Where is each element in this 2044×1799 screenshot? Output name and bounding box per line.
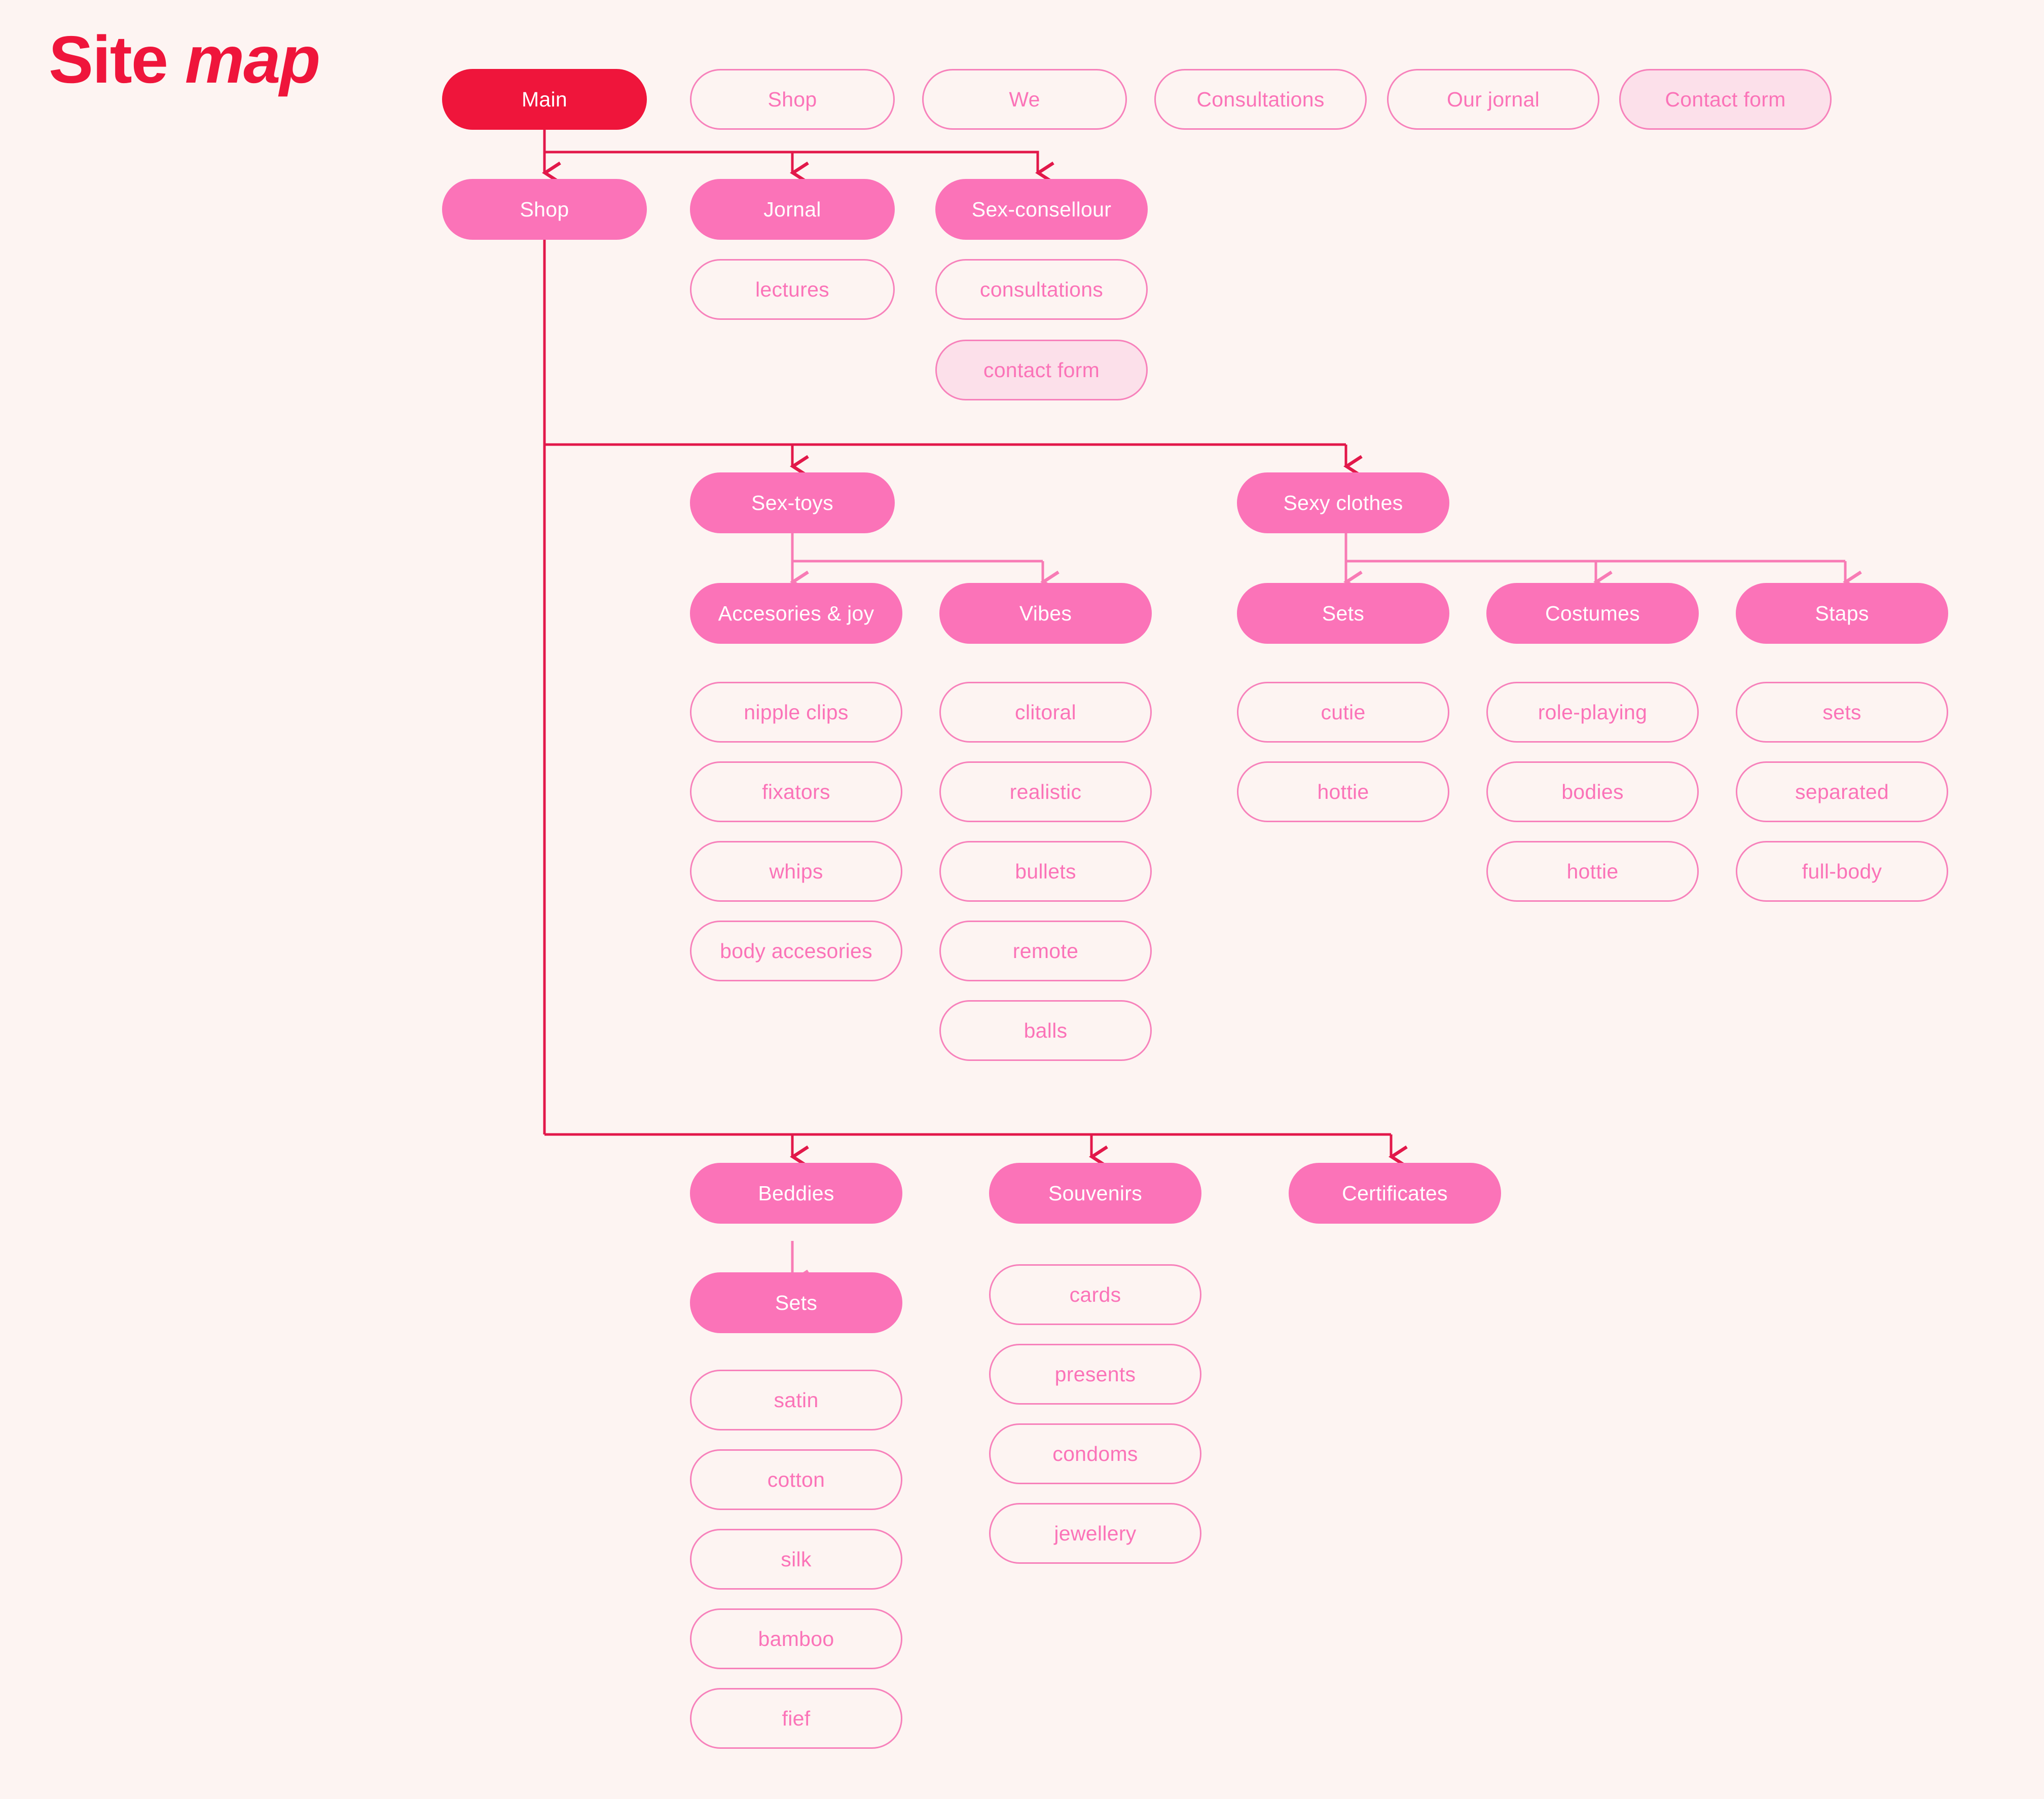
- leaf-jewellery[interactable]: jewellery: [989, 1503, 1201, 1564]
- leaf-bodies[interactable]: bodies: [1486, 761, 1699, 822]
- nav-item-our-jornal[interactable]: Our jornal: [1387, 69, 1599, 130]
- leaf-remote[interactable]: remote: [939, 921, 1152, 981]
- leaf-role-playing[interactable]: role-playing: [1486, 682, 1699, 743]
- leaf-presents[interactable]: presents: [989, 1344, 1201, 1405]
- leaf-whips[interactable]: whips: [690, 841, 902, 902]
- leaf-bamboo[interactable]: bamboo: [690, 1608, 902, 1669]
- node-sexy-clothes[interactable]: Sexy clothes: [1237, 472, 1449, 533]
- leaf-contact-form[interactable]: contact form: [935, 340, 1148, 400]
- leaf-balls[interactable]: balls: [939, 1000, 1152, 1061]
- leaf-hottie-sets[interactable]: hottie: [1237, 761, 1449, 822]
- node-staps[interactable]: Staps: [1736, 583, 1948, 644]
- nav-item-main[interactable]: Main: [442, 69, 647, 130]
- leaf-silk[interactable]: silk: [690, 1529, 902, 1590]
- leaf-fixators[interactable]: fixators: [690, 761, 902, 822]
- node-vibes[interactable]: Vibes: [939, 583, 1152, 644]
- leaf-lectures[interactable]: lectures: [690, 259, 895, 320]
- leaf-satin[interactable]: satin: [690, 1370, 902, 1430]
- leaf-consultations[interactable]: consultations: [935, 259, 1148, 320]
- node-costumes[interactable]: Costumes: [1486, 583, 1699, 644]
- leaf-bullets[interactable]: bullets: [939, 841, 1152, 902]
- leaf-separated[interactable]: separated: [1736, 761, 1948, 822]
- nav-item-we[interactable]: We: [922, 69, 1127, 130]
- leaf-cutie[interactable]: cutie: [1237, 682, 1449, 743]
- leaf-nipple-clips[interactable]: nipple clips: [690, 682, 902, 743]
- leaf-cards[interactable]: cards: [989, 1264, 1201, 1325]
- leaf-full-body[interactable]: full-body: [1736, 841, 1948, 902]
- nav-item-shop[interactable]: Shop: [690, 69, 895, 130]
- leaf-fief[interactable]: fief: [690, 1688, 902, 1749]
- node-sex-consellour[interactable]: Sex-consellour: [935, 179, 1148, 240]
- leaf-realistic[interactable]: realistic: [939, 761, 1152, 822]
- page-title-italic: map: [185, 22, 320, 97]
- page-title: Site map: [49, 26, 320, 93]
- page-title-regular: Site: [49, 22, 168, 97]
- node-souvenirs[interactable]: Souvenirs: [989, 1163, 1201, 1224]
- node-beddies-sets[interactable]: Sets: [690, 1272, 902, 1333]
- node-sets-clothes[interactable]: Sets: [1237, 583, 1449, 644]
- leaf-sets-staps[interactable]: sets: [1736, 682, 1948, 743]
- node-accesories-and-joy[interactable]: Accesories & joy: [690, 583, 902, 644]
- leaf-clitoral[interactable]: clitoral: [939, 682, 1152, 743]
- node-sex-toys[interactable]: Sex-toys: [690, 472, 895, 533]
- leaf-condoms[interactable]: condoms: [989, 1423, 1201, 1484]
- nav-item-consultations[interactable]: Consultations: [1154, 69, 1367, 130]
- leaf-hottie-costumes[interactable]: hottie: [1486, 841, 1699, 902]
- node-beddies[interactable]: Beddies: [690, 1163, 902, 1224]
- node-jornal[interactable]: Jornal: [690, 179, 895, 240]
- leaf-body-accesories[interactable]: body accesories: [690, 921, 902, 981]
- nav-item-contact-form[interactable]: Contact form: [1619, 69, 1832, 130]
- node-certificates[interactable]: Certificates: [1289, 1163, 1501, 1224]
- leaf-cotton[interactable]: cotton: [690, 1449, 902, 1510]
- node-shop[interactable]: Shop: [442, 179, 647, 240]
